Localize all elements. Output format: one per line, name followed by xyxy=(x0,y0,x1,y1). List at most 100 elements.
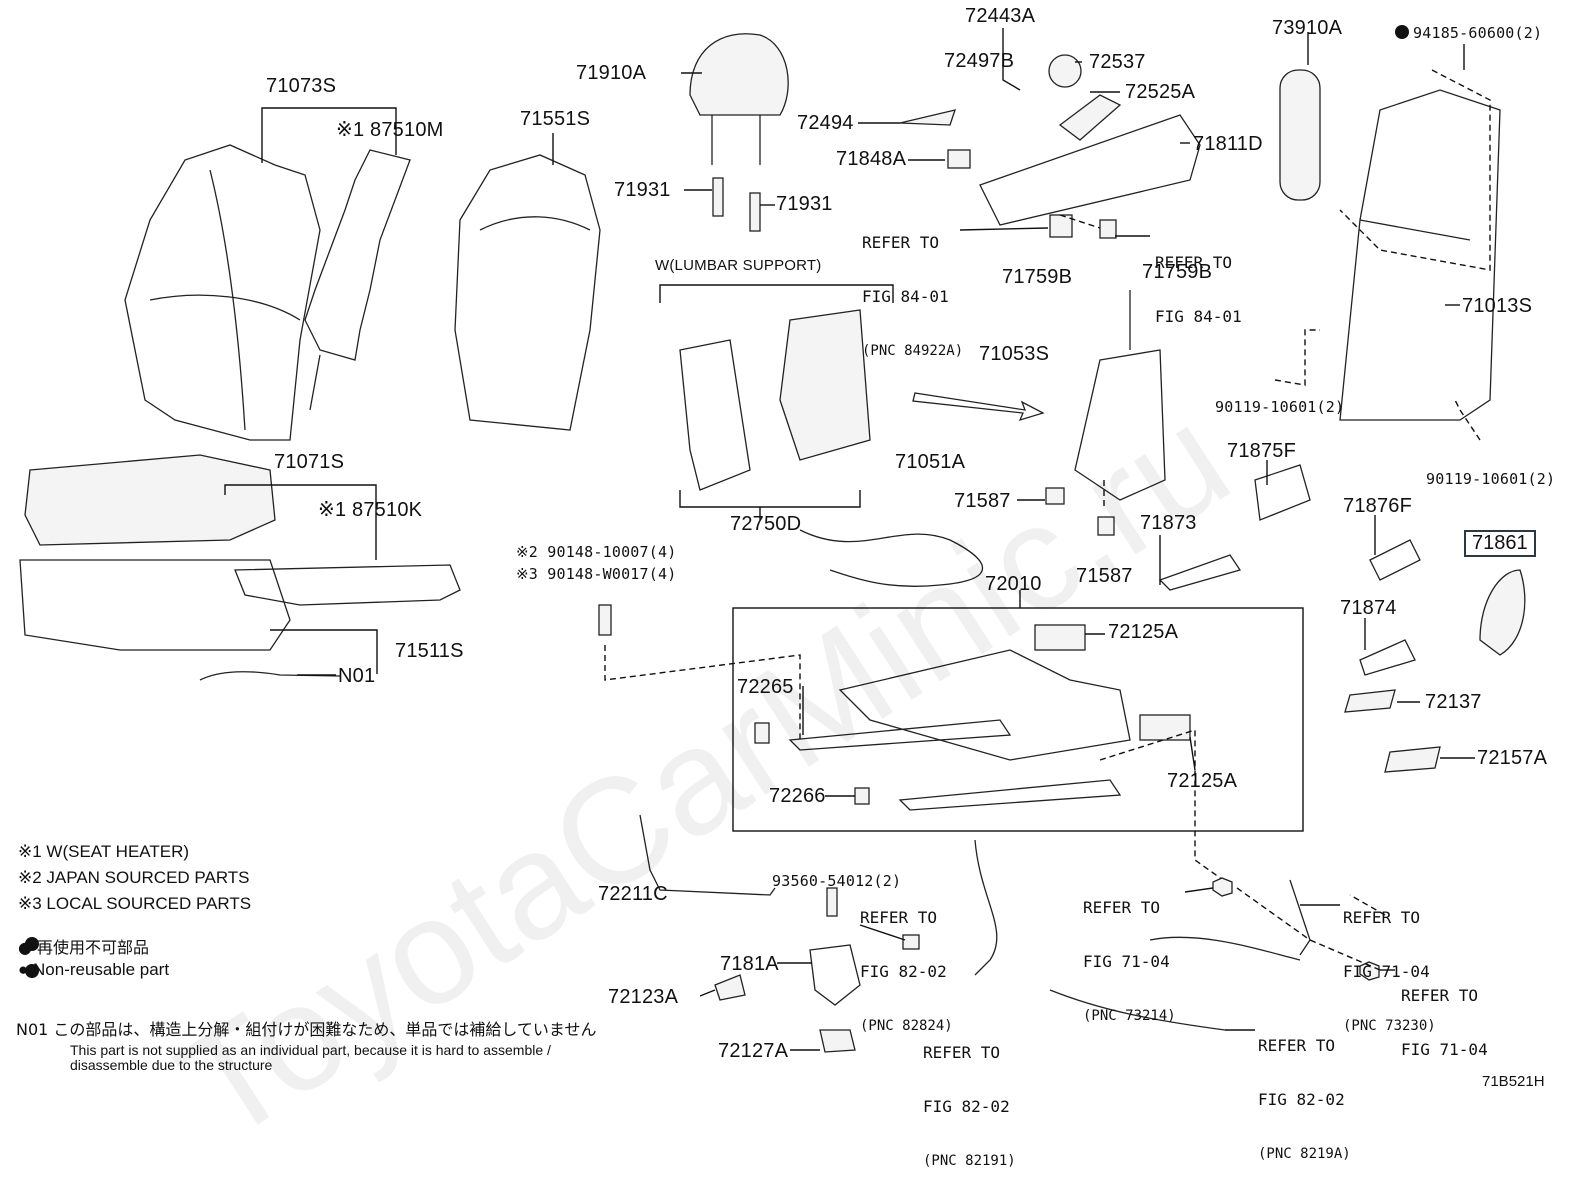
part-label-90148-W0017[interactable]: ※3 90148-W0017(4) xyxy=(516,565,677,583)
part-label-71873[interactable]: 71873 xyxy=(1140,512,1197,534)
part-label-71876F[interactable]: 71876F xyxy=(1343,495,1413,517)
seat-frame-group-box xyxy=(732,607,1304,832)
part-label-72211C[interactable]: 72211C xyxy=(598,883,668,905)
ref-pnc: (PNC 73214) xyxy=(1083,1008,1176,1024)
ref-pnc: (PNC 8219A) xyxy=(1258,1146,1351,1162)
part-label-71931[interactable]: 71931 xyxy=(614,179,671,201)
part-label-72123A[interactable]: 72123A xyxy=(608,986,679,1008)
legend-non-reusable-en: ● Non-reusable part xyxy=(18,960,170,979)
part-label-71861-boxed[interactable]: 71861 xyxy=(1464,530,1536,557)
part-label-72525A[interactable]: 72525A xyxy=(1125,81,1196,103)
part-label-72266[interactable]: 72266 xyxy=(769,785,826,807)
part-label-87510K[interactable]: ※1 87510K xyxy=(318,499,423,521)
right-small-parts xyxy=(1045,464,1526,773)
legend-n01-en-line2: disassemble due to the structure xyxy=(70,1057,273,1073)
ref-line: REFER TO xyxy=(923,1043,1001,1062)
refer-to-fig-82-02-pnc-82824[interactable]: REFER TO FIG 82-02 (PNC 82824) xyxy=(860,873,953,1053)
guide-bolts-drawing xyxy=(712,177,761,232)
part-label-72127A[interactable]: 72127A xyxy=(718,1040,789,1062)
part-label-72157A[interactable]: 72157A xyxy=(1477,747,1548,769)
part-label-71013S[interactable]: 71013S xyxy=(1462,295,1533,317)
ref-fig: FIG 82-02 xyxy=(923,1097,1010,1116)
refer-to-fig-71-04[interactable]: REFER TO FIG 71-04 xyxy=(1401,951,1488,1077)
part-label-72125A[interactable]: 72125A xyxy=(1108,621,1179,643)
part-label-71511S[interactable]: 71511S xyxy=(395,640,464,662)
ref-fig: FIG 82-02 xyxy=(860,962,947,981)
lumbar-support-bracket xyxy=(659,284,894,520)
part-label-94185-60600[interactable]: 94185-60600(2) xyxy=(1413,24,1543,42)
part-label-90119-10601[interactable]: 90119-10601(2) xyxy=(1426,470,1556,488)
part-label-71874[interactable]: 71874 xyxy=(1340,597,1397,619)
part-label-71587[interactable]: 71587 xyxy=(954,490,1011,512)
ref-line: REFER TO xyxy=(1343,908,1421,927)
part-label-93560-54012[interactable]: 93560-54012(2) xyxy=(772,872,902,890)
adjuster-leader xyxy=(1099,729,1231,886)
part-label-72750D[interactable]: 72750D xyxy=(730,513,802,535)
ref-fig: FIG 71-04 xyxy=(1083,952,1170,971)
part-label-71811D[interactable]: 71811D xyxy=(1193,133,1263,155)
part-label-72494[interactable]: 72494 xyxy=(797,112,854,134)
part-label-71073S[interactable]: 71073S xyxy=(266,75,337,97)
ref-line: REFER TO xyxy=(1083,898,1161,917)
part-label-7181A[interactable]: 7181A xyxy=(720,953,779,975)
diagram-artwork xyxy=(19,25,1526,1053)
part-label-87510M[interactable]: ※1 87510M xyxy=(336,119,444,141)
part-label-71759B[interactable]: 71759B xyxy=(1002,266,1073,288)
seat-cushion-drawing xyxy=(19,454,291,651)
part-label-72137[interactable]: 72137 xyxy=(1425,691,1482,713)
ref-line: REFER TO xyxy=(1401,986,1479,1005)
refer-to-fig-84-01-pnc-84922A[interactable]: REFER TO FIG 84-01 (PNC 84922A) xyxy=(862,198,963,378)
part-label-71848A[interactable]: 71848A xyxy=(836,148,907,170)
part-label-71053S[interactable]: 71053S xyxy=(979,343,1050,365)
ref-line: REFER TO xyxy=(862,233,940,252)
harness-n01-drawing xyxy=(199,671,341,681)
part-label-71875F[interactable]: 71875F xyxy=(1227,440,1297,462)
non-reusable-bullet xyxy=(1395,25,1409,39)
refer-to-fig-82-02-pnc-82191[interactable]: REFER TO FIG 82-02 (PNC 82191) xyxy=(923,1008,1016,1188)
dashed-leaders xyxy=(1059,214,1481,971)
part-label-72443A[interactable]: 72443A xyxy=(965,5,1036,27)
ref-fig: FIG 84-01 xyxy=(862,287,949,306)
refer-to-fig-71-04-pnc-73214[interactable]: REFER TO FIG 71-04 (PNC 73214) xyxy=(1083,863,1176,1043)
side-shield-drawing xyxy=(899,54,1201,239)
part-label-90119-10601[interactable]: 90119-10601(2) xyxy=(1215,398,1345,416)
part-label-90148-10007[interactable]: ※2 90148-10007(4) xyxy=(516,543,677,561)
part-label-72537[interactable]: 72537 xyxy=(1089,51,1146,73)
legend-n01-en-line1: This part is not supplied as an individu… xyxy=(70,1042,551,1058)
part-label-71910A[interactable]: 71910A xyxy=(576,62,647,84)
seatback-frame-drawing xyxy=(1279,69,1501,421)
ref-fig: FIG 82-02 xyxy=(1258,1090,1345,1109)
part-label-72497B[interactable]: 72497B xyxy=(944,50,1015,72)
part-label-N01[interactable]: N01 xyxy=(338,665,376,687)
ref-pnc: (PNC 73230) xyxy=(1343,1018,1436,1034)
part-label-72125A[interactable]: 72125A xyxy=(1167,770,1238,792)
part-label-72265[interactable]: 72265 xyxy=(737,676,794,698)
refer-to-fig-71-04-pnc-73230[interactable]: REFER TO FIG 71-04 (PNC 73230) xyxy=(1343,873,1436,1053)
part-label-71587[interactable]: 71587 xyxy=(1076,565,1133,587)
ref-fig: FIG 71-04 xyxy=(1343,962,1430,981)
ref-fig: FIG 71-04 xyxy=(1401,1040,1488,1059)
ref-fig: FIG 84-01 xyxy=(1155,307,1242,326)
part-label-71551S[interactable]: 71551S xyxy=(520,108,591,130)
lumbar-frame-drawing xyxy=(1074,290,1166,501)
refer-to-fig-82-02-pnc-8219A[interactable]: REFER TO FIG 82-02 (PNC 8219A) xyxy=(1258,1001,1351,1181)
lumbar-group-label: W(LUMBAR SUPPORT) xyxy=(655,257,822,274)
part-label-71071S[interactable]: 71071S xyxy=(274,451,345,473)
legend-note-japan-sourced: ※2 JAPAN SOURCED PARTS xyxy=(18,868,250,887)
legend-bullet xyxy=(25,964,39,978)
part-label-71759B[interactable]: 71759B xyxy=(1142,261,1213,283)
part-label-73910A[interactable]: 73910A xyxy=(1272,17,1343,39)
legend-n01-jp: N01 この部品は、構造上分解・組付けが困難なため、単品では補給していません xyxy=(16,1020,597,1039)
leader-lines xyxy=(224,28,1475,1051)
bolt-90148 xyxy=(598,604,612,636)
part-label-71051A[interactable]: 71051A xyxy=(895,451,966,473)
ref-pnc: (PNC 82824) xyxy=(860,1018,953,1034)
back-cover-drawing xyxy=(454,154,601,431)
part-label-71931[interactable]: 71931 xyxy=(776,193,833,215)
legend-note-seat-heater: ※1 W(SEAT HEATER) xyxy=(18,842,190,861)
parts-diagram: ToyotaCarMinic.ru 71073S ※1 87510M 71551… xyxy=(16,5,1556,1173)
ref-pnc: (PNC 84922A) xyxy=(862,343,964,359)
part-label-72010[interactable]: 72010 xyxy=(985,573,1042,595)
heater-pad-back-drawing xyxy=(304,149,411,411)
refer-to-fig-84-01[interactable]: REFER TO FIG 84-01 xyxy=(1155,218,1242,344)
